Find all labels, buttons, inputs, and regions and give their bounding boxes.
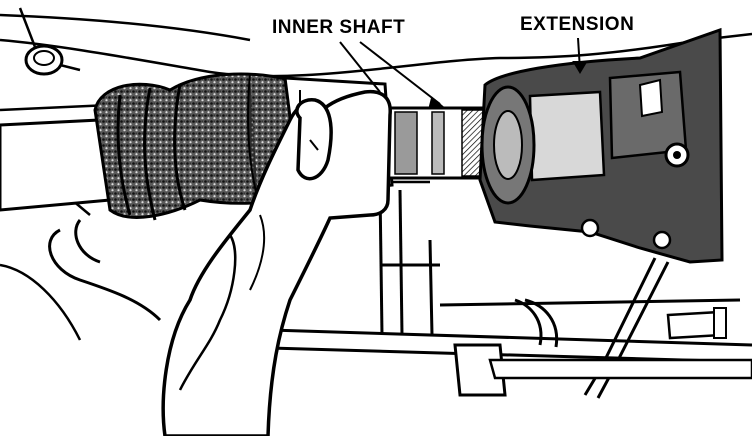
leader-lines — [339, 37, 588, 110]
extension-label: EXTENSION — [520, 14, 635, 35]
fitting — [666, 307, 727, 340]
drain-plug — [24, 44, 64, 76]
inner-shaft-label: INNER SHAFT — [272, 17, 406, 38]
lower-hose — [48, 219, 162, 322]
extension-housing — [478, 27, 724, 264]
outer-shaft — [0, 118, 112, 212]
hand — [161, 89, 430, 436]
inner-shaft — [383, 106, 497, 180]
lower-bracket — [453, 343, 752, 397]
